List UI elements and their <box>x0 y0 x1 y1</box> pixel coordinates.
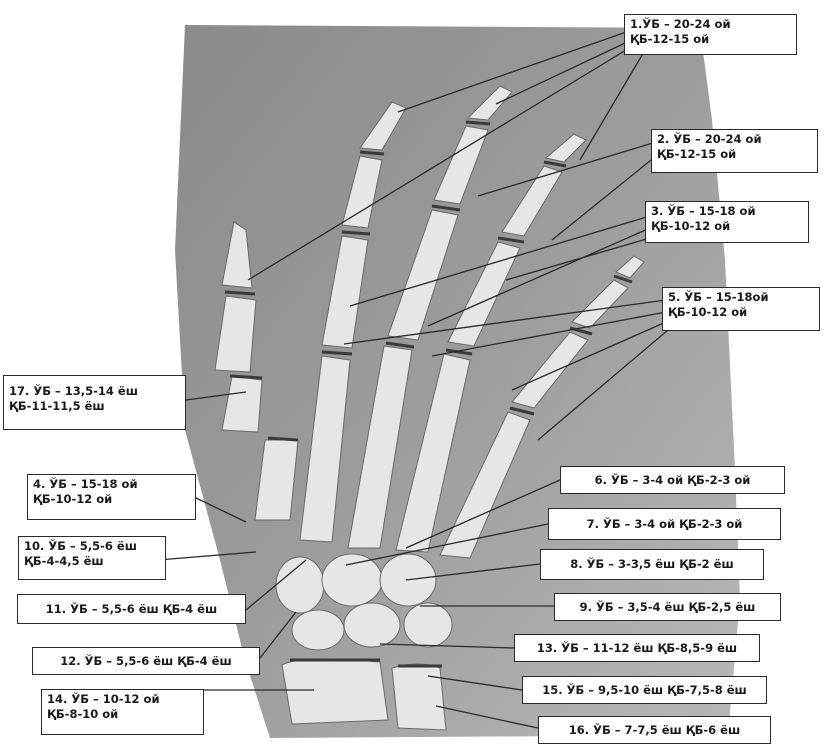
label-6-line1: 6. ЎБ – 3-4 ой ҚБ-2-3 ой <box>595 473 751 488</box>
growth-plate <box>322 352 352 354</box>
carpal-bone <box>404 603 452 647</box>
label-15-line1: 15. ЎБ – 9,5-10 ёш ҚБ-7,5-8 ёш <box>542 683 747 698</box>
label-14-line1: 14. ЎБ – 10-12 ой <box>47 692 198 707</box>
label-1: 1.ЎБ – 20-24 ой ҚБ-12-15 ой <box>624 14 797 55</box>
carpal-bone <box>344 603 400 647</box>
label-17: 17. ЎБ – 13,5-14 ёш ҚБ-11-11,5 ёш <box>3 375 186 430</box>
label-10-line1: 10. ЎБ – 5,5-6 ёш <box>24 539 160 554</box>
label-15: 15. ЎБ – 9,5-10 ёш ҚБ-7,5-8 ёш <box>522 676 767 704</box>
label-14: 14. ЎБ – 10-12 ой ҚБ-8-10 ой <box>41 689 204 735</box>
label-17-line2: ҚБ-11-11,5 ёш <box>9 399 180 414</box>
label-7-line1: 7. ЎБ – 3-4 ой ҚБ-2-3 ой <box>587 517 743 532</box>
growth-plate <box>230 376 262 378</box>
label-16-line1: 16. ЎБ – 7-7,5 ёш ҚБ-6 ёш <box>569 723 740 738</box>
carpal-bone <box>292 610 344 650</box>
growth-plate <box>466 122 490 124</box>
label-6: 6. ЎБ – 3-4 ой ҚБ-2-3 ой <box>560 466 785 494</box>
label-3: 3. ЎБ – 15-18 ой ҚБ-10-12 ой <box>645 201 809 243</box>
radius-bone <box>282 659 388 724</box>
label-11-line1: 11. ЎБ – 5,5-6 ёш ҚБ-4 ёш <box>46 602 217 617</box>
label-10-line2: ҚБ-4-4,5 ёш <box>24 554 160 569</box>
label-11: 11. ЎБ – 5,5-6 ёш ҚБ-4 ёш <box>17 594 246 624</box>
label-10: 10. ЎБ – 5,5-6 ёш ҚБ-4-4,5 ёш <box>18 536 166 580</box>
label-8: 8. ЎБ – 3-3,5 ёш ҚБ-2 ёш <box>540 549 764 580</box>
label-13: 13. ЎБ – 11-12 ёш ҚБ-8,5-9 ёш <box>514 634 760 662</box>
label-3-line1: 3. ЎБ – 15-18 ой <box>651 204 803 219</box>
label-2-line2: ҚБ-12-15 ой <box>657 147 812 162</box>
label-9: 9. ЎБ – 3,5-4 ёш ҚБ-2,5 ёш <box>554 593 781 621</box>
label-7: 7. ЎБ – 3-4 ой ҚБ-2-3 ой <box>548 508 781 540</box>
growth-plate <box>360 152 384 154</box>
growth-plate <box>225 292 255 294</box>
growth-plate <box>268 438 298 440</box>
label-13-line1: 13. ЎБ – 11-12 ёш ҚБ-8,5-9 ёш <box>537 641 737 656</box>
label-4: 4. ЎБ – 15-18 ой ҚБ-10-12 ой <box>27 474 196 520</box>
label-5-line2: ҚБ-10-12 ой <box>668 305 814 320</box>
label-14-line2: ҚБ-8-10 ой <box>47 707 198 722</box>
ulna-bone <box>392 664 446 730</box>
label-2-line1: 2. ЎБ – 20-24 ой <box>657 132 812 147</box>
label-12: 12. ЎБ – 5,5-6 ёш ҚБ-4 ёш <box>32 647 260 675</box>
growth-plate <box>342 232 370 234</box>
label-17-line1: 17. ЎБ – 13,5-14 ёш <box>9 384 180 399</box>
label-5: 5. ЎБ – 15-18ой ҚБ-10-12 ой <box>662 287 820 331</box>
label-5-line1: 5. ЎБ – 15-18ой <box>668 290 814 305</box>
label-4-line2: ҚБ-10-12 ой <box>33 492 190 507</box>
carpal-bone <box>322 554 382 606</box>
label-16: 16. ЎБ – 7-7,5 ёш ҚБ-6 ёш <box>538 716 771 744</box>
label-12-line1: 12. ЎБ – 5,5-6 ёш ҚБ-4 ёш <box>60 654 231 669</box>
label-9-line1: 9. ЎБ – 3,5-4 ёш ҚБ-2,5 ёш <box>580 600 756 615</box>
label-4-line1: 4. ЎБ – 15-18 ой <box>33 477 190 492</box>
label-1-line1: 1.ЎБ – 20-24 ой <box>630 17 791 32</box>
label-8-line1: 8. ЎБ – 3-3,5 ёш ҚБ-2 ёш <box>570 557 733 572</box>
label-1-line2: ҚБ-12-15 ой <box>630 32 791 47</box>
label-2: 2. ЎБ – 20-24 ой ҚБ-12-15 ой <box>651 129 818 173</box>
label-3-line2: ҚБ-10-12 ой <box>651 219 803 234</box>
